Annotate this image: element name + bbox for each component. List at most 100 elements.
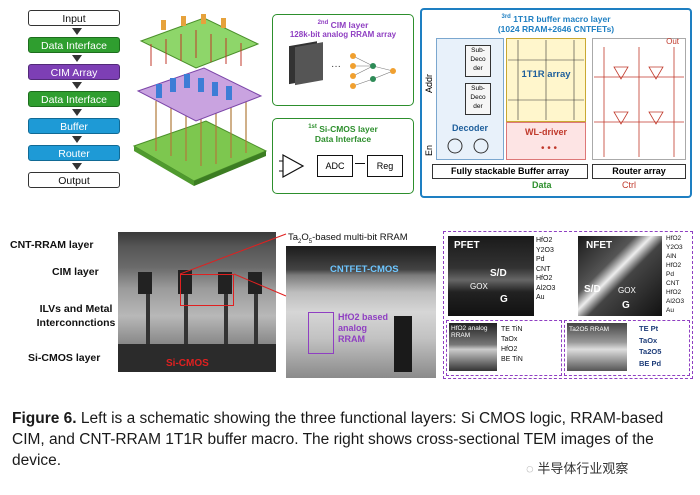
hfo2-rram-layer: TE TiN — [501, 326, 523, 333]
wl-driver-label: WL-driver — [525, 127, 568, 137]
figure-caption: Figure 6. Left is a schematic showing th… — [12, 408, 682, 471]
flow-arrow — [72, 163, 82, 170]
router-array-label: Router array — [592, 164, 686, 179]
data-label: Data — [532, 180, 552, 190]
cnt-rram-layer-label: CNT-RRAM layer — [10, 239, 94, 251]
hfo2-rram-layer: HfO2 — [501, 346, 518, 353]
pfet-layer: Pd — [536, 256, 545, 263]
flow-input: Input — [28, 10, 120, 26]
3d-chip-stack-illustration — [126, 6, 271, 196]
nfet-layer: AlN — [666, 253, 677, 260]
tem-left-labels: CNT-RRAM layer CIM layer ILVs and Metal … — [10, 234, 120, 374]
array-grid-icon — [508, 40, 584, 120]
nfet-tem: NFET S/D GOX G — [578, 236, 662, 316]
cim-layer-subtitle: 128k-bit analog RRAM array — [289, 29, 397, 39]
ta2o5-rram-title: Ta2O5 RRAM — [569, 326, 610, 333]
ta2o5-rram-layer: BE Pd — [639, 358, 662, 368]
pfet-gox-label: GOX — [470, 282, 488, 291]
nfet-layer: Pd — [666, 271, 674, 278]
ilv-label: ILVs and Metal Interconnctions — [36, 303, 116, 329]
hfo2-rram-layer-list: TE TiN TaOx HfO2 BE TiN — [501, 325, 559, 365]
ta2o5-rram-layer: TE Pt — [639, 324, 659, 333]
pfet-layer: Y2O3 — [536, 246, 554, 254]
opamp-icon — [279, 153, 305, 179]
decoder-area: Sub-Deco der Sub-Deco der Decoder — [436, 38, 504, 160]
flow-output: Output — [28, 172, 120, 188]
nfet-g-label: G — [622, 300, 630, 311]
hfo2-rram-layer: BE TiN — [501, 356, 523, 363]
zoom-highlight-box — [180, 274, 234, 306]
hfo2-highlight-box — [308, 312, 334, 354]
svg-text:···: ··· — [331, 61, 341, 72]
hfo2-analog-rram-label: HfO2 based analog RRAM — [338, 312, 389, 344]
tem-pillar — [394, 316, 412, 372]
cim-layer-box: 2nd CIM layer 128k-bit analog RRAM array… — [272, 14, 414, 106]
hfo2-rram-tem: HfO2 analog RRAM — [449, 323, 497, 371]
ta2o5-rram-layer: TaOx — [639, 335, 658, 345]
ta2o5-rram-box: Ta2O5 RRAM TE Pt TaOx Ta2O5 BE Pd — [564, 320, 690, 376]
tem-left-structure — [118, 270, 276, 372]
ctrl-label: Ctrl — [622, 180, 636, 190]
wechat-icon: ◌ — [526, 461, 534, 476]
si-cmos-label: Si-CMOS — [166, 358, 209, 369]
en-label: En — [424, 145, 434, 157]
connector-line — [355, 163, 365, 164]
adc-block: ADC — [317, 155, 353, 177]
buffer-macro-box: 3rd 1T1R buffer macro layer (1024 RRAM+2… — [420, 8, 692, 198]
tem-right-panel: PFET S/D GOX G HfO2 Y2O3 Pd CNT HfO2 Al2… — [443, 231, 693, 379]
sub-decoder-2: Sub-Deco der — [465, 83, 491, 115]
nfet-layer-list: HfO2 Y2O3 AlN HfO2 Pd CNT HfO2 Al2O3 Au — [666, 234, 692, 315]
watermark-text: 半导体行业观察 — [537, 461, 629, 476]
ta2o5-rram-title: Ta2O5-based multi-bit RRAM — [288, 232, 408, 245]
cim-layer-label: CIM layer — [52, 266, 99, 278]
buffer-macro-subtitle: (1024 RRAM+2646 CNTFETs) — [497, 23, 615, 34]
sub-decoder-1: Sub-Deco der — [465, 45, 491, 77]
router-circuit-icon — [594, 47, 684, 157]
nfet-label: NFET — [586, 240, 613, 251]
flow-arrow — [72, 55, 82, 62]
flow-arrow — [72, 136, 82, 143]
flow-cim-array: CIM Array — [28, 64, 120, 80]
pfet-layer: Au — [536, 294, 545, 301]
pfet-layer: HfO2 — [536, 237, 553, 244]
out-label: Out — [666, 37, 679, 46]
watermark: ◌ 半导体行业观察 — [526, 458, 628, 477]
wl-driver-area: WL-driver • • • — [506, 122, 586, 160]
buffer-macro-title: 3rd 1T1R buffer macro layer — [501, 13, 611, 24]
nfet-layer: CNT — [666, 280, 680, 287]
pfet-layer-list: HfO2 Y2O3 Pd CNT HfO2 Al2O3 Au — [536, 236, 576, 303]
pfet-sd-label: S/D — [490, 268, 507, 279]
si-cmos-layer-title: 1st Si-CMOS layer — [308, 123, 378, 134]
fully-stackable-buffer-label: Fully stackable Buffer array — [432, 164, 588, 179]
zoom-connector-lines — [180, 233, 287, 297]
nfet-layer: HfO2 — [666, 262, 682, 269]
reg-block: Reg — [367, 155, 403, 177]
cntfet-cmos-label: CNTFET-CMOS — [330, 264, 399, 275]
pfet-layer: Al2O3 — [536, 284, 556, 292]
nfet-layer: Y2O3 — [666, 244, 683, 251]
nfet-layer: Au — [666, 307, 674, 314]
flowchart: Input Data Interface CIM Array Data Inte… — [28, 10, 120, 192]
cim-layer-title: 2nd CIM layer — [317, 19, 369, 30]
pfet-layer: HfO2 — [536, 275, 553, 282]
hfo2-rram-title: HfO2 analog RRAM — [451, 325, 488, 339]
ta2o5-rram-layer: Ta2O5 — [639, 347, 662, 356]
flow-router: Router — [28, 145, 120, 161]
ta2o5-rram-layer-list: TE Pt TaOx Ta2O5 BE Pd — [639, 323, 687, 369]
si-cmos-layer-box: 1st Si-CMOS layer Data Interface ADC Reg — [272, 118, 414, 194]
wl-driver-dots: • • • — [541, 143, 558, 154]
flow-arrow — [72, 82, 82, 89]
decoder-gates-icon — [447, 138, 489, 154]
ta2o5-rram-tem: Ta2O5 RRAM — [567, 323, 627, 371]
flow-arrow — [72, 109, 82, 116]
pfet-g-label: G — [500, 294, 508, 305]
neural-net-icon: ··· — [289, 41, 396, 89]
caption-text: Left is a schematic showing the three fu… — [12, 410, 664, 469]
router-area: Out — [592, 37, 686, 160]
hfo2-rram-layer: TaOx — [501, 336, 518, 343]
flow-data-interface-1: Data Interface — [28, 37, 120, 53]
tem-image-left: Si-CMOS — [118, 232, 276, 372]
flow-arrow — [72, 28, 82, 35]
hfo2-rram-box: HfO2 analog RRAM TE TiN TaOx HfO2 BE TiN — [446, 320, 562, 376]
nfet-layer: HfO2 — [666, 235, 682, 242]
